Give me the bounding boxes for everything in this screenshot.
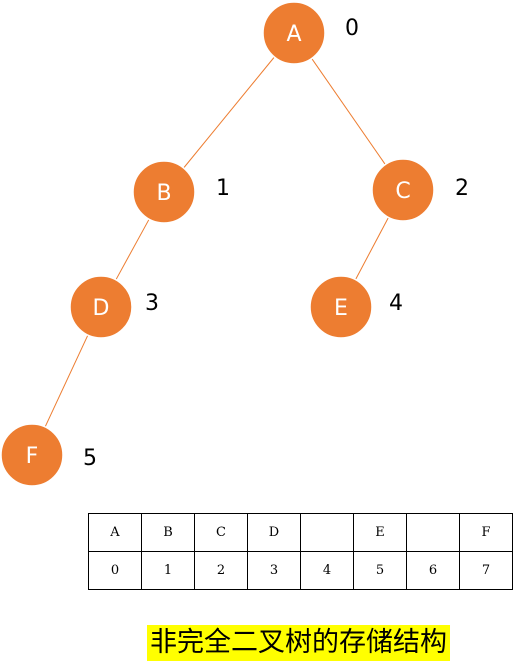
node-circle	[309, 275, 373, 339]
node-label: E	[334, 296, 348, 321]
diagram-caption: 非完全二叉树的存储结构	[147, 625, 450, 661]
node-label: C	[395, 179, 410, 204]
node-index-label: 1	[216, 176, 230, 201]
array-values-row: A B C D E F	[88, 513, 513, 552]
array-value-cell: E	[353, 513, 407, 552]
node-index-label: 0	[345, 16, 359, 41]
node-label: F	[26, 444, 39, 469]
array-index-cell: 6	[406, 551, 460, 590]
array-value-cell: D	[247, 513, 301, 552]
tree-edges	[44, 56, 389, 428]
node-circle	[69, 275, 133, 339]
array-storage-table: A B C D E F 0 1 2 3 4 5 6 7	[88, 513, 513, 590]
edge-a-b	[183, 56, 275, 169]
array-index-cell: 3	[247, 551, 301, 590]
node-label: B	[156, 181, 171, 206]
node-label: D	[93, 296, 110, 321]
edge-a-c	[311, 58, 386, 165]
array-value-cell	[300, 513, 354, 552]
array-index-cell: 7	[459, 551, 513, 590]
node-index-label: 4	[389, 291, 403, 316]
node-circle	[371, 158, 435, 222]
node-index-label: 3	[145, 291, 159, 316]
node-circle	[132, 160, 196, 224]
array-value-cell: F	[459, 513, 513, 552]
array-index-cell: 4	[300, 551, 354, 590]
edge-d-f	[44, 334, 89, 428]
array-index-cell: 5	[353, 551, 407, 590]
array-indices-row: 0 1 2 3 4 5 6 7	[88, 551, 513, 590]
node-circle	[262, 1, 326, 65]
array-value-cell: C	[194, 513, 248, 552]
node-index-label: 2	[455, 176, 469, 201]
array-value-cell	[406, 513, 460, 552]
array-index-cell: 2	[194, 551, 248, 590]
edge-b-d	[115, 218, 150, 281]
array-index-cell: 0	[88, 551, 142, 590]
edge-c-e	[355, 217, 389, 280]
node-circle	[0, 423, 64, 487]
node-label: A	[286, 22, 301, 47]
array-value-cell: A	[88, 513, 142, 552]
array-value-cell: B	[141, 513, 195, 552]
array-index-cell: 1	[141, 551, 195, 590]
node-index-label: 5	[83, 446, 97, 471]
